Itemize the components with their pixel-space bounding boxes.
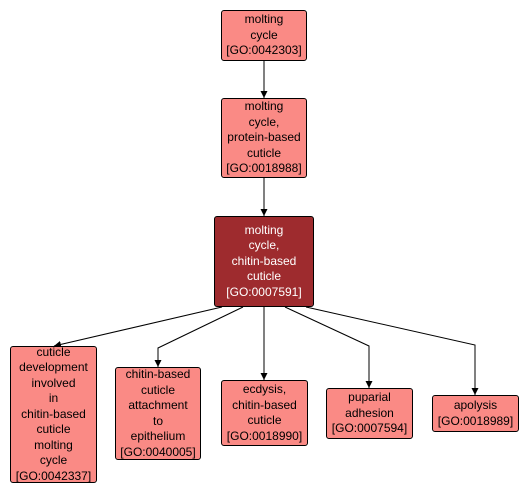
node-label-line: [GO:0040005] bbox=[120, 444, 196, 459]
node-label-line: chitin-based bbox=[231, 253, 297, 268]
node-apolysis[interactable]: apolysis[GO:0018989] bbox=[432, 395, 519, 432]
node-label-line: puparial bbox=[348, 390, 391, 405]
edge-n3-to-n5 bbox=[154, 306, 244, 367]
node-label-line: [GO:0018988] bbox=[226, 161, 302, 176]
edge-n3-to-n8 bbox=[305, 306, 479, 395]
node-label-line: cycle bbox=[250, 27, 278, 42]
node-label-line: chitin-based bbox=[232, 397, 297, 412]
node-label-line: cuticle bbox=[36, 344, 71, 359]
node-label-line: [GO:0042337] bbox=[15, 468, 92, 483]
node-label-line: cuticle bbox=[246, 269, 281, 284]
node-label-line: cycle, bbox=[248, 114, 280, 129]
node-label-line: [GO:0007594] bbox=[331, 421, 408, 436]
node-label-line: cuticle bbox=[36, 422, 71, 437]
node-label-line: molting bbox=[244, 222, 284, 237]
node-label-line: in bbox=[48, 391, 59, 406]
node-label-line: attachment bbox=[128, 398, 188, 412]
node-label-line: ecdysis, bbox=[242, 382, 287, 396]
edge-n3-to-n4 bbox=[53, 306, 223, 348]
node-label-line: epithelium bbox=[130, 429, 186, 443]
node-label-line: [GO:0042303] bbox=[226, 43, 302, 58]
node-label-line: molting bbox=[244, 99, 284, 114]
node-label-line: involved bbox=[31, 375, 76, 390]
node-label-line: cycle, bbox=[248, 238, 280, 253]
node-label-line: apolysis bbox=[453, 398, 498, 412]
node-label-line: cycle bbox=[39, 453, 68, 468]
node-label-line: molting bbox=[34, 437, 73, 452]
node-label-line: [GO:0018989] bbox=[437, 413, 514, 428]
node-label-line: [GO:0018990] bbox=[226, 428, 303, 443]
node-label-line: cuticle bbox=[246, 145, 281, 160]
node-label-line: cuticle bbox=[140, 382, 175, 397]
node-label-line: protein-based bbox=[227, 130, 301, 145]
node-label-line: to bbox=[152, 413, 163, 428]
node-label-line: development bbox=[19, 360, 88, 375]
node-label-line: adhesion bbox=[345, 405, 394, 420]
edge-n3-to-n7 bbox=[284, 306, 373, 388]
node-label-line: [GO:0007591] bbox=[226, 284, 302, 299]
node-label-line: molting bbox=[244, 12, 284, 27]
node-label-line: cuticle bbox=[247, 413, 282, 427]
node-label-line: chitin-based bbox=[21, 406, 86, 421]
node-label-line: chitin-based bbox=[125, 367, 191, 381]
